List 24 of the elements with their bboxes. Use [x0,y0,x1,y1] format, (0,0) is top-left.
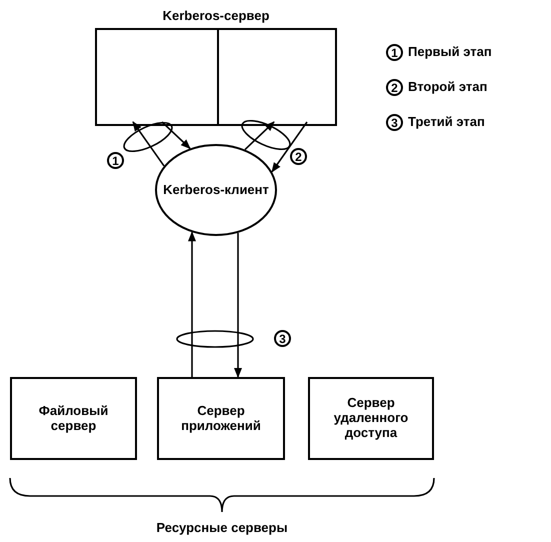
server-box [308,377,434,460]
legend-text: Первый этап [408,44,492,59]
callout-number: 1 [386,44,403,61]
callout-number: 1 [107,152,124,169]
arrow [234,232,242,378]
node-label: Сервер приложений [180,404,262,434]
callout-number: 3 [386,114,403,131]
arrow [271,122,308,173]
callout-number: 2 [290,148,307,165]
callout-number: 3 [274,330,291,347]
arrow [188,231,196,377]
arrow [132,121,165,166]
node-label: Kerberos-клиент [162,182,270,198]
node-label: Файловый сервер [38,404,110,434]
callout-number: 2 [386,79,403,96]
server-box [10,377,137,460]
node-label: Сервер удаленного доступа [332,396,410,441]
legend-text: Третий этап [408,114,485,129]
arrow [244,121,275,150]
legend-text: Второй этап [408,79,488,94]
box-heading: Kerberos-сервер [162,9,270,24]
client-ellipse [155,144,277,236]
server-box [157,377,285,460]
group-label: Ресурсные серверы [156,520,288,535]
